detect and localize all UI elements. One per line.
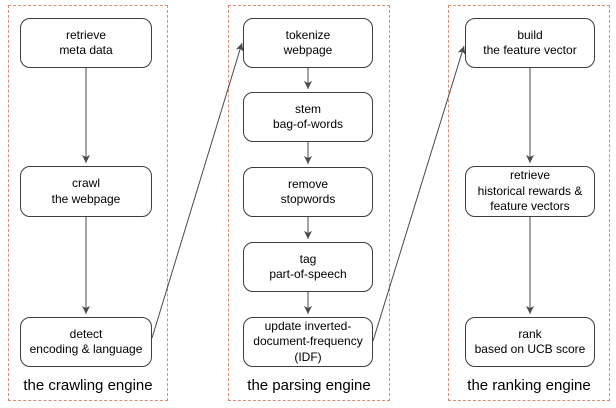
node-tag-part-of-speech: tag part-of-speech: [243, 242, 373, 292]
node-retrieve-meta-data: retrieve meta data: [20, 18, 152, 68]
node-remove-stopwords: remove stopwords: [243, 167, 373, 217]
node-update-idf: update inverted- document-frequency (IDF…: [243, 317, 373, 367]
node-rank-ucb-score: rank based on UCB score: [465, 317, 595, 367]
node-tokenize-webpage: tokenize webpage: [243, 18, 373, 68]
node-detect-encoding-language: detect encoding & language: [20, 317, 152, 367]
label-parsing-engine: the parsing engine: [247, 376, 371, 394]
node-retrieve-historical-rewards: retrieve historical rewards & feature ve…: [465, 166, 595, 217]
node-stem-bag-of-words: stem bag-of-words: [243, 92, 373, 142]
label-crawling-engine: the crawling engine: [23, 376, 153, 394]
label-ranking-engine: the ranking engine: [467, 376, 591, 394]
node-build-feature-vector: build the feature vector: [465, 18, 595, 68]
node-crawl-the-webpage: crawl the webpage: [20, 166, 152, 217]
